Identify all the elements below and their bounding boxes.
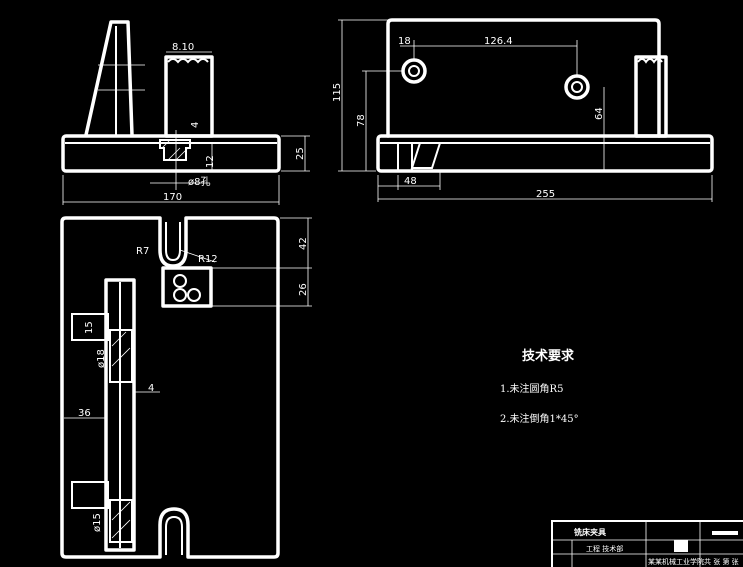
top-clamp-block-upper: [71, 313, 109, 341]
top-block-hole-1: [173, 274, 187, 288]
front-view: 8.10 4 12 25 ø8孔 170: [61, 20, 310, 205]
front-pillar-break: [167, 58, 209, 64]
top-dim-slot-depth: 42: [298, 237, 309, 250]
title-block-name: 铣床夹具: [574, 527, 606, 537]
side-dim-hole-height-left: 78: [356, 114, 367, 127]
top-slot-inner: [165, 222, 181, 262]
top-block-hole-2: [173, 288, 187, 302]
top-dim-pin-clearance: 4: [148, 383, 154, 394]
notes-title: 技术要求: [522, 348, 575, 364]
side-upright-plate: [386, 18, 661, 138]
top-hatch-1: [111, 331, 127, 347]
top-dim-slot-radius-right: R12: [198, 254, 218, 265]
front-dim-base-thickness: 25: [295, 147, 306, 160]
front-base-plate: [61, 134, 281, 173]
top-dim-pin-dia-bottom: ø15: [92, 513, 103, 532]
front-dim-hole-dia: ø8孔: [188, 176, 210, 188]
side-hole-left: [401, 58, 427, 84]
side-dim-hole-spacing: 126.4: [484, 36, 513, 47]
title-block-school: 某某机械工业学院: [648, 557, 704, 566]
side-pillar-break: [637, 58, 663, 64]
top-clamp-block-lower: [71, 481, 109, 509]
top-dim-rib-offset: 36: [78, 408, 91, 419]
side-base-slot: [397, 142, 413, 172]
side-dim-hole-offset: 18: [398, 36, 411, 47]
top-plate-outline: [60, 216, 280, 559]
top-pin-lower: [109, 499, 133, 543]
side-dim-overall-height: 115: [332, 83, 343, 102]
top-view: R7 R12 42 26 15 ø18 4 36 ø15: [60, 216, 312, 559]
front-locating-pillar: [164, 55, 214, 138]
title-block-frame: [551, 520, 743, 567]
top-vertical-rib: [104, 278, 136, 552]
notes-item-2: 2.未注倒角1*45°: [500, 412, 579, 425]
top-hatch-4: [111, 519, 131, 539]
side-view: 115 78 18 126.4 64 48 255: [332, 18, 714, 202]
front-hatch-1: [161, 139, 171, 149]
front-dim-hole-depth: 12: [205, 155, 216, 168]
side-base-wedge: [410, 142, 442, 169]
front-base-hole: [159, 139, 191, 161]
side-hole-left-inner: [408, 65, 420, 77]
front-hatch-3: [175, 147, 189, 161]
side-hole-right-inner: [571, 81, 583, 93]
title-block: 铣床夹具 工程 技术部 某某机械工业学院 共 张 第 张: [551, 520, 743, 567]
front-hatch-2: [167, 147, 181, 161]
bottom-slot-inner: [165, 515, 183, 555]
notes-item-1: 1.未注圆角R5: [500, 382, 563, 395]
technical-notes: 技术要求 1.未注圆角R5 2.未注倒角1*45°: [500, 348, 579, 425]
top-dim-pin-dia: ø18: [96, 349, 107, 368]
top-hatch-3: [111, 501, 131, 521]
top-locating-block: [161, 266, 213, 308]
front-dim-overall-width: 170: [163, 192, 182, 203]
top-dim-block-size: 26: [298, 283, 309, 296]
front-dim-top-width: 8.10: [172, 42, 194, 53]
top-dim-hole-label: 15: [84, 321, 95, 334]
side-base-plate: [376, 134, 714, 173]
side-dim-overall-length: 255: [536, 189, 555, 200]
title-block-sheet: 共 张 第 张: [704, 557, 739, 566]
side-dim-hole-height-right: 64: [594, 107, 605, 120]
title-block-mark: [674, 540, 688, 552]
top-pin-upper: [109, 329, 133, 383]
front-dim-rib-height: 4: [190, 122, 201, 128]
top-block-hole-3: [187, 288, 201, 302]
top-hatch-2: [111, 347, 131, 367]
front-triangular-rib: [84, 20, 134, 137]
side-locating-pillar: [634, 55, 668, 138]
side-dim-slot-offset: 48: [404, 176, 417, 187]
top-dim-slot-radius-left: R7: [136, 246, 149, 257]
side-hole-right: [564, 74, 590, 100]
title-block-bar: [712, 531, 738, 535]
top-dim-r12-leader: [179, 249, 216, 263]
title-block-drawn-by: 工程 技术部: [586, 544, 623, 553]
